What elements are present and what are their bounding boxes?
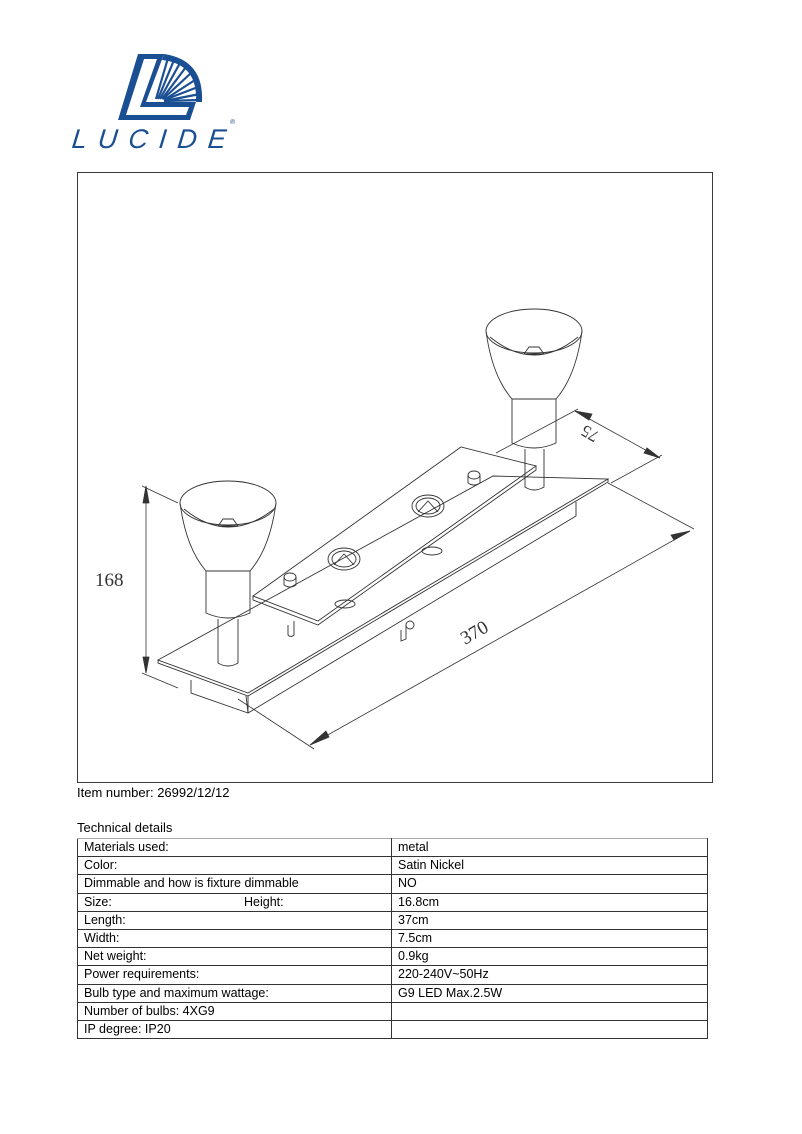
technical-drawing-frame: 168 370 75 [77,172,713,783]
spec-label-cell: Size: Height: [77,892,392,912]
item-number: Item number: 26992/12/12 [77,785,230,800]
brand-name: LUCIDE [70,124,239,154]
spec-row-size-length: Length: 37cm [77,910,708,930]
spec-label: Size: [84,894,112,909]
spec-label: Bulb type and maximum wattage: [77,983,392,1003]
spec-label: Power requirements: [77,965,392,985]
spec-value: 0.9kg [391,947,708,967]
spec-label: IP degree: IP20 [77,1019,392,1040]
base-plate [156,475,610,694]
brand-logo: LUCIDE® [70,52,239,162]
spec-label: Color: [77,856,392,876]
spec-row-dimmable: Dimmable and how is fixture dimmable NO [77,874,708,894]
registered-mark: ® [229,119,236,126]
spec-value: NO [391,874,708,894]
technical-details-title: Technical details [77,820,173,835]
spec-row-ip-degree: IP degree: IP20 [77,1019,708,1040]
spec-row-net-weight: Net weight: 0.9kg [77,947,708,967]
spec-sublabel: Height: [244,894,284,909]
spec-label: Number of bulbs: 4XG9 [77,1001,392,1021]
spec-value: metal [391,837,708,858]
dimension-height-label: 168 [95,570,124,591]
spec-sublabel: Width: [77,928,392,949]
dimension-width-label: 75 [578,421,602,446]
right-spotlight-shade [485,308,583,354]
product-drawing: 168 370 75 [95,308,695,750]
spec-value: 16.8cm [391,892,708,912]
spec-value: G9 LED Max.2.5W [391,983,708,1003]
brand-wordmark: LUCIDE® [70,119,238,155]
spec-row-materials: Materials used: metal [77,837,708,858]
spec-row-size-width: Width: 7.5cm [77,928,708,949]
spec-value: 37cm [391,910,708,930]
spec-value: 220-240V~50Hz [391,965,708,985]
left-spotlight-shade [179,480,277,526]
spec-value: 7.5cm [391,928,708,949]
lucide-logo-icon [118,54,203,120]
spec-value: Satin Nickel [391,856,708,876]
spec-row-size-height: Size: Height: 16.8cm [77,892,708,912]
spec-row-bulb-type: Bulb type and maximum wattage: G9 LED Ma… [77,983,708,1003]
spec-row-color: Color: Satin Nickel [77,856,708,876]
spec-value [391,1001,708,1021]
technical-details-table: Materials used: metal Color: Satin Nicke… [77,837,708,1040]
spec-label: Materials used: [77,837,392,858]
spec-sublabel: Length: [77,910,392,930]
top-plate [252,446,538,622]
spec-label: Dimmable and how is fixture dimmable [77,874,392,894]
spec-value [391,1019,708,1040]
dimension-length-label: 370 [457,617,492,649]
spec-row-power: Power requirements: 220-240V~50Hz [77,965,708,985]
spec-sublabel: Net weight: [77,947,392,967]
spec-row-number-of-bulbs: Number of bulbs: 4XG9 [77,1001,708,1021]
